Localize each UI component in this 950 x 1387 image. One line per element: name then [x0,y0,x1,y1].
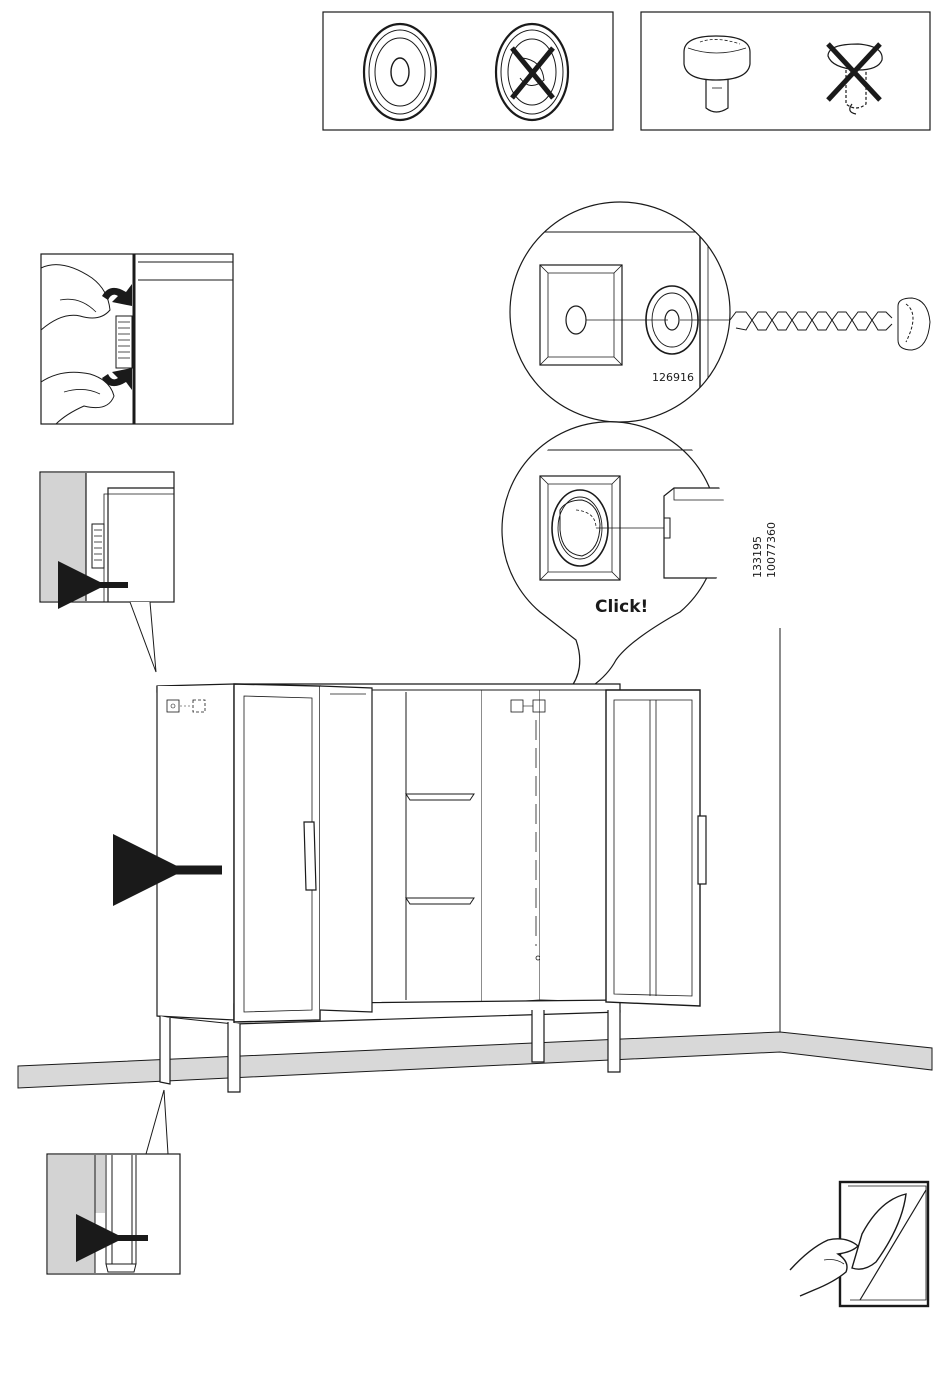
turn-page-icon [790,1182,928,1306]
cap-part-number: 133195 [751,536,764,578]
screw-detail-callout: 126916 [510,200,930,430]
cap-detail-callout: 133195 10077360 Click! [502,422,778,705]
knob-orientation-box [641,12,930,130]
cam-orientation-box [323,12,613,130]
cabinet-main [157,684,706,1092]
click-label: Click! [595,597,648,617]
screw-icon [730,298,930,350]
wall-gap-detail [40,472,174,672]
foot-adjust-detail [41,254,233,424]
screw-part-number: 126916 [652,371,694,384]
leg-gap-detail [47,1090,180,1274]
cap-part-number-secondary: 10077360 [765,522,778,578]
